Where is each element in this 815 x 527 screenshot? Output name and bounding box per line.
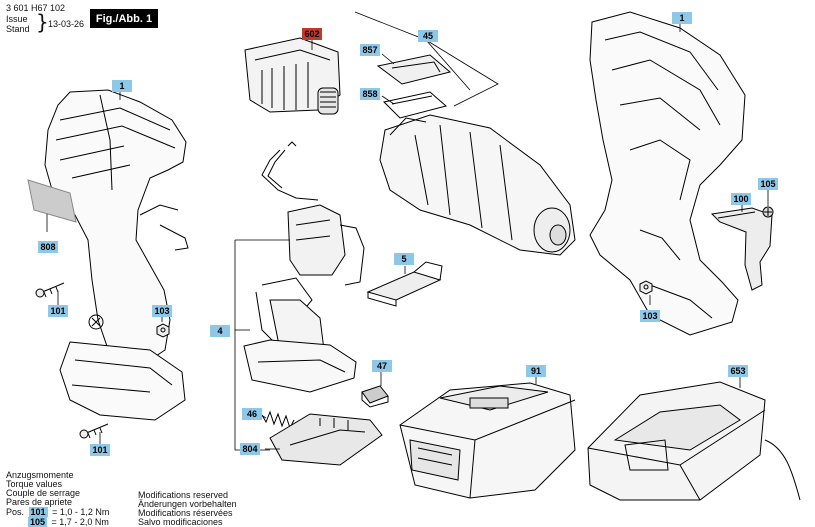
spring-drawing: [261, 410, 295, 430]
part-label-clip-screw[interactable]: 105: [758, 178, 778, 190]
leader-857: [381, 53, 395, 65]
contact-47-drawing: [361, 385, 389, 408]
pcb-drawing: [243, 277, 357, 393]
torque-heading-en: Torque values: [6, 479, 63, 489]
part-label-contact-47[interactable]: 47: [372, 360, 392, 372]
part-label-housing-right[interactable]: 1: [672, 12, 692, 24]
left-housing-drawing: [44, 89, 189, 421]
modifications-es: Salvo modificaciones: [138, 517, 223, 527]
issue-date: 13-03-26: [48, 19, 85, 29]
part-label-spring[interactable]: 46: [242, 408, 262, 420]
part-label-858[interactable]: 858: [360, 88, 380, 100]
torque-value-101: = 1,0 - 1,2 Nm: [52, 507, 110, 517]
part-label-nut-103-left[interactable]: 103: [152, 305, 172, 317]
part-label-housing-left[interactable]: 1: [112, 80, 132, 92]
part-label-nameplate[interactable]: 808: [38, 241, 58, 253]
screw-101-lower-drawing: [79, 423, 109, 439]
figure-label: Fig./Abb. 1: [90, 9, 158, 28]
torque-heading-fr: Couple de serrage: [6, 488, 81, 498]
modifications-fr: Modifications réservées: [138, 508, 233, 518]
gearbox-drawing: [379, 114, 576, 256]
issue-label: Issue: [6, 14, 28, 24]
screw-101-upper-drawing: [35, 282, 65, 298]
part-label-belt-clip[interactable]: 100: [731, 193, 751, 205]
torque-heading-es: Pares de apriete: [6, 497, 73, 507]
torque-part-101[interactable]: 101: [28, 507, 48, 517]
leader-45-b: [425, 39, 499, 107]
torque-pos-label: Pos.: [6, 507, 25, 517]
torque-row-105: 105 = 1,7 - 2,0 Nm: [26, 517, 109, 527]
nut-103-right-drawing: [639, 280, 653, 295]
battery-drawing: [399, 382, 576, 499]
nut-103-left-drawing: [156, 323, 170, 338]
doc-number: 3 601 H67 102: [6, 3, 66, 13]
bracket-drawing: [269, 413, 383, 466]
part-label-charger[interactable]: 653: [728, 365, 748, 377]
nameplate-drawing: [27, 179, 77, 223]
right-housing-drawing: [589, 11, 746, 336]
part-label-battery[interactable]: 91: [526, 365, 546, 377]
leader-lines: [46, 11, 769, 451]
part-label-nut-103-right[interactable]: 103: [640, 310, 660, 322]
part-label-electronics[interactable]: 4: [210, 325, 230, 337]
part-label-motor[interactable]: 602: [302, 28, 322, 40]
torque-heading-de: Anzugsmomente: [6, 470, 74, 480]
switch-drawing: [287, 204, 365, 286]
guide-858-drawing: [382, 91, 448, 119]
guide-857-drawing: [376, 54, 452, 85]
part-label-screw-101-lower[interactable]: 101: [90, 444, 110, 456]
part-label-gearbox[interactable]: 45: [418, 30, 438, 42]
motor-drawing: [244, 37, 341, 115]
torque-row-101: Pos. 101 = 1,0 - 1,2 Nm: [6, 507, 109, 517]
leader-858: [381, 95, 395, 105]
belt-clip-drawing: [710, 207, 773, 291]
part-label-screw-101-upper[interactable]: 101: [48, 305, 68, 317]
stand-label: Stand: [6, 24, 30, 34]
switch-wiring-drawing: [261, 141, 319, 201]
clip-screw-drawing: [762, 206, 774, 218]
torque-value-105: = 1,7 - 2,0 Nm: [51, 517, 109, 527]
header-brace: }: [36, 10, 49, 34]
modifications-en: Modifications reserved: [138, 490, 229, 500]
modifications-de: Änderungen vorbehalten: [138, 499, 237, 509]
charger-drawing: [587, 381, 801, 501]
part-label-switch-slide[interactable]: 5: [394, 253, 414, 265]
part-label-bracket[interactable]: 804: [240, 443, 260, 455]
part-label-857[interactable]: 857: [360, 44, 380, 56]
switch-slide-drawing: [366, 261, 443, 307]
torque-part-105[interactable]: 105: [28, 517, 48, 527]
